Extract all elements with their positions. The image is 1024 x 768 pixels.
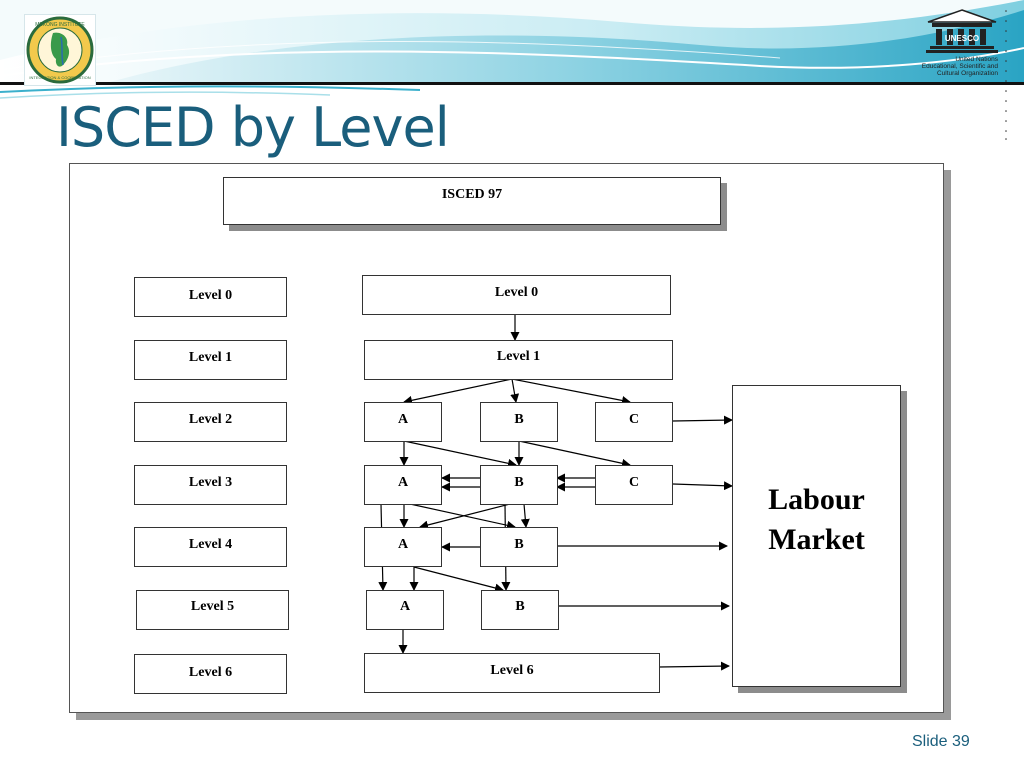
unesco-wordmark: UNESCO (945, 34, 979, 43)
unesco-caption-line: Cultural Organization (936, 70, 998, 77)
flow-level-4-a: A (364, 527, 442, 567)
left-level-5: Level 5 (136, 590, 289, 630)
flow-level-5-a: A (366, 590, 444, 630)
mekong-institute-logo-text-top: MEKONG INSTITUTE (35, 22, 85, 28)
left-level-4: Level 4 (134, 527, 287, 567)
labour-market-box: Labour Market (732, 385, 901, 687)
arrow-3a-4b (409, 503, 516, 530)
flow-level-3-b: B (480, 465, 558, 505)
left-level-0: Level 0 (134, 277, 287, 317)
flow-level-3-c: C (595, 465, 673, 505)
arrow-level6-labour (658, 661, 730, 671)
flow-level-2-b: B (480, 402, 558, 442)
header-swoosh-decoration (0, 0, 1024, 99)
slide-number: Slide 39 (912, 733, 970, 750)
unesco-caption-line: United Nations (955, 56, 998, 63)
unesco-logo: UNESCO (912, 8, 1012, 88)
left-level-2: Level 2 (134, 402, 287, 442)
diagram-connectors (378, 314, 733, 671)
arrow-2b-3c (518, 440, 631, 468)
arrow-level1-2b (510, 378, 520, 403)
flow-level-1: Level 1 (364, 340, 673, 380)
arrow-4a-5b (413, 566, 504, 593)
unesco-caption: United Nations Educational, Scientific a… (906, 56, 998, 77)
arrow-3c-labour (672, 481, 733, 491)
slide-title: ISCED by Level (56, 96, 450, 159)
flow-level-6: Level 6 (364, 653, 660, 693)
arrow-2c-labour (672, 415, 733, 425)
flow-level-5-b: B (481, 590, 559, 630)
arrow-level1-2c (511, 378, 631, 405)
dotted-divider (1005, 10, 1007, 140)
left-level-1: Level 1 (134, 340, 287, 380)
arrow-3b-4a (419, 503, 511, 530)
arrow-2a-3b (403, 440, 517, 468)
isced97-header-box: ISCED 97 (223, 177, 721, 225)
flow-level-2-c: C (595, 402, 673, 442)
mekong-institute-logo-text-bottom: INTEGRATION & COOPERATION (29, 75, 90, 80)
arrow-level1-2a (403, 378, 513, 405)
left-level-3: Level 3 (134, 465, 287, 505)
unesco-caption-line: Educational, Scientific and (921, 63, 998, 70)
mekong-institute-logo: MEKONG INSTITUTE INTEGRATION & COOPERATI… (24, 14, 96, 86)
flow-level-4-b: B (480, 527, 558, 567)
arrow-3b-4b (520, 503, 530, 528)
flow-level-0: Level 0 (362, 275, 671, 315)
flow-level-3-a: A (364, 465, 442, 505)
left-level-6: Level 6 (134, 654, 287, 694)
flow-level-2-a: A (364, 402, 442, 442)
